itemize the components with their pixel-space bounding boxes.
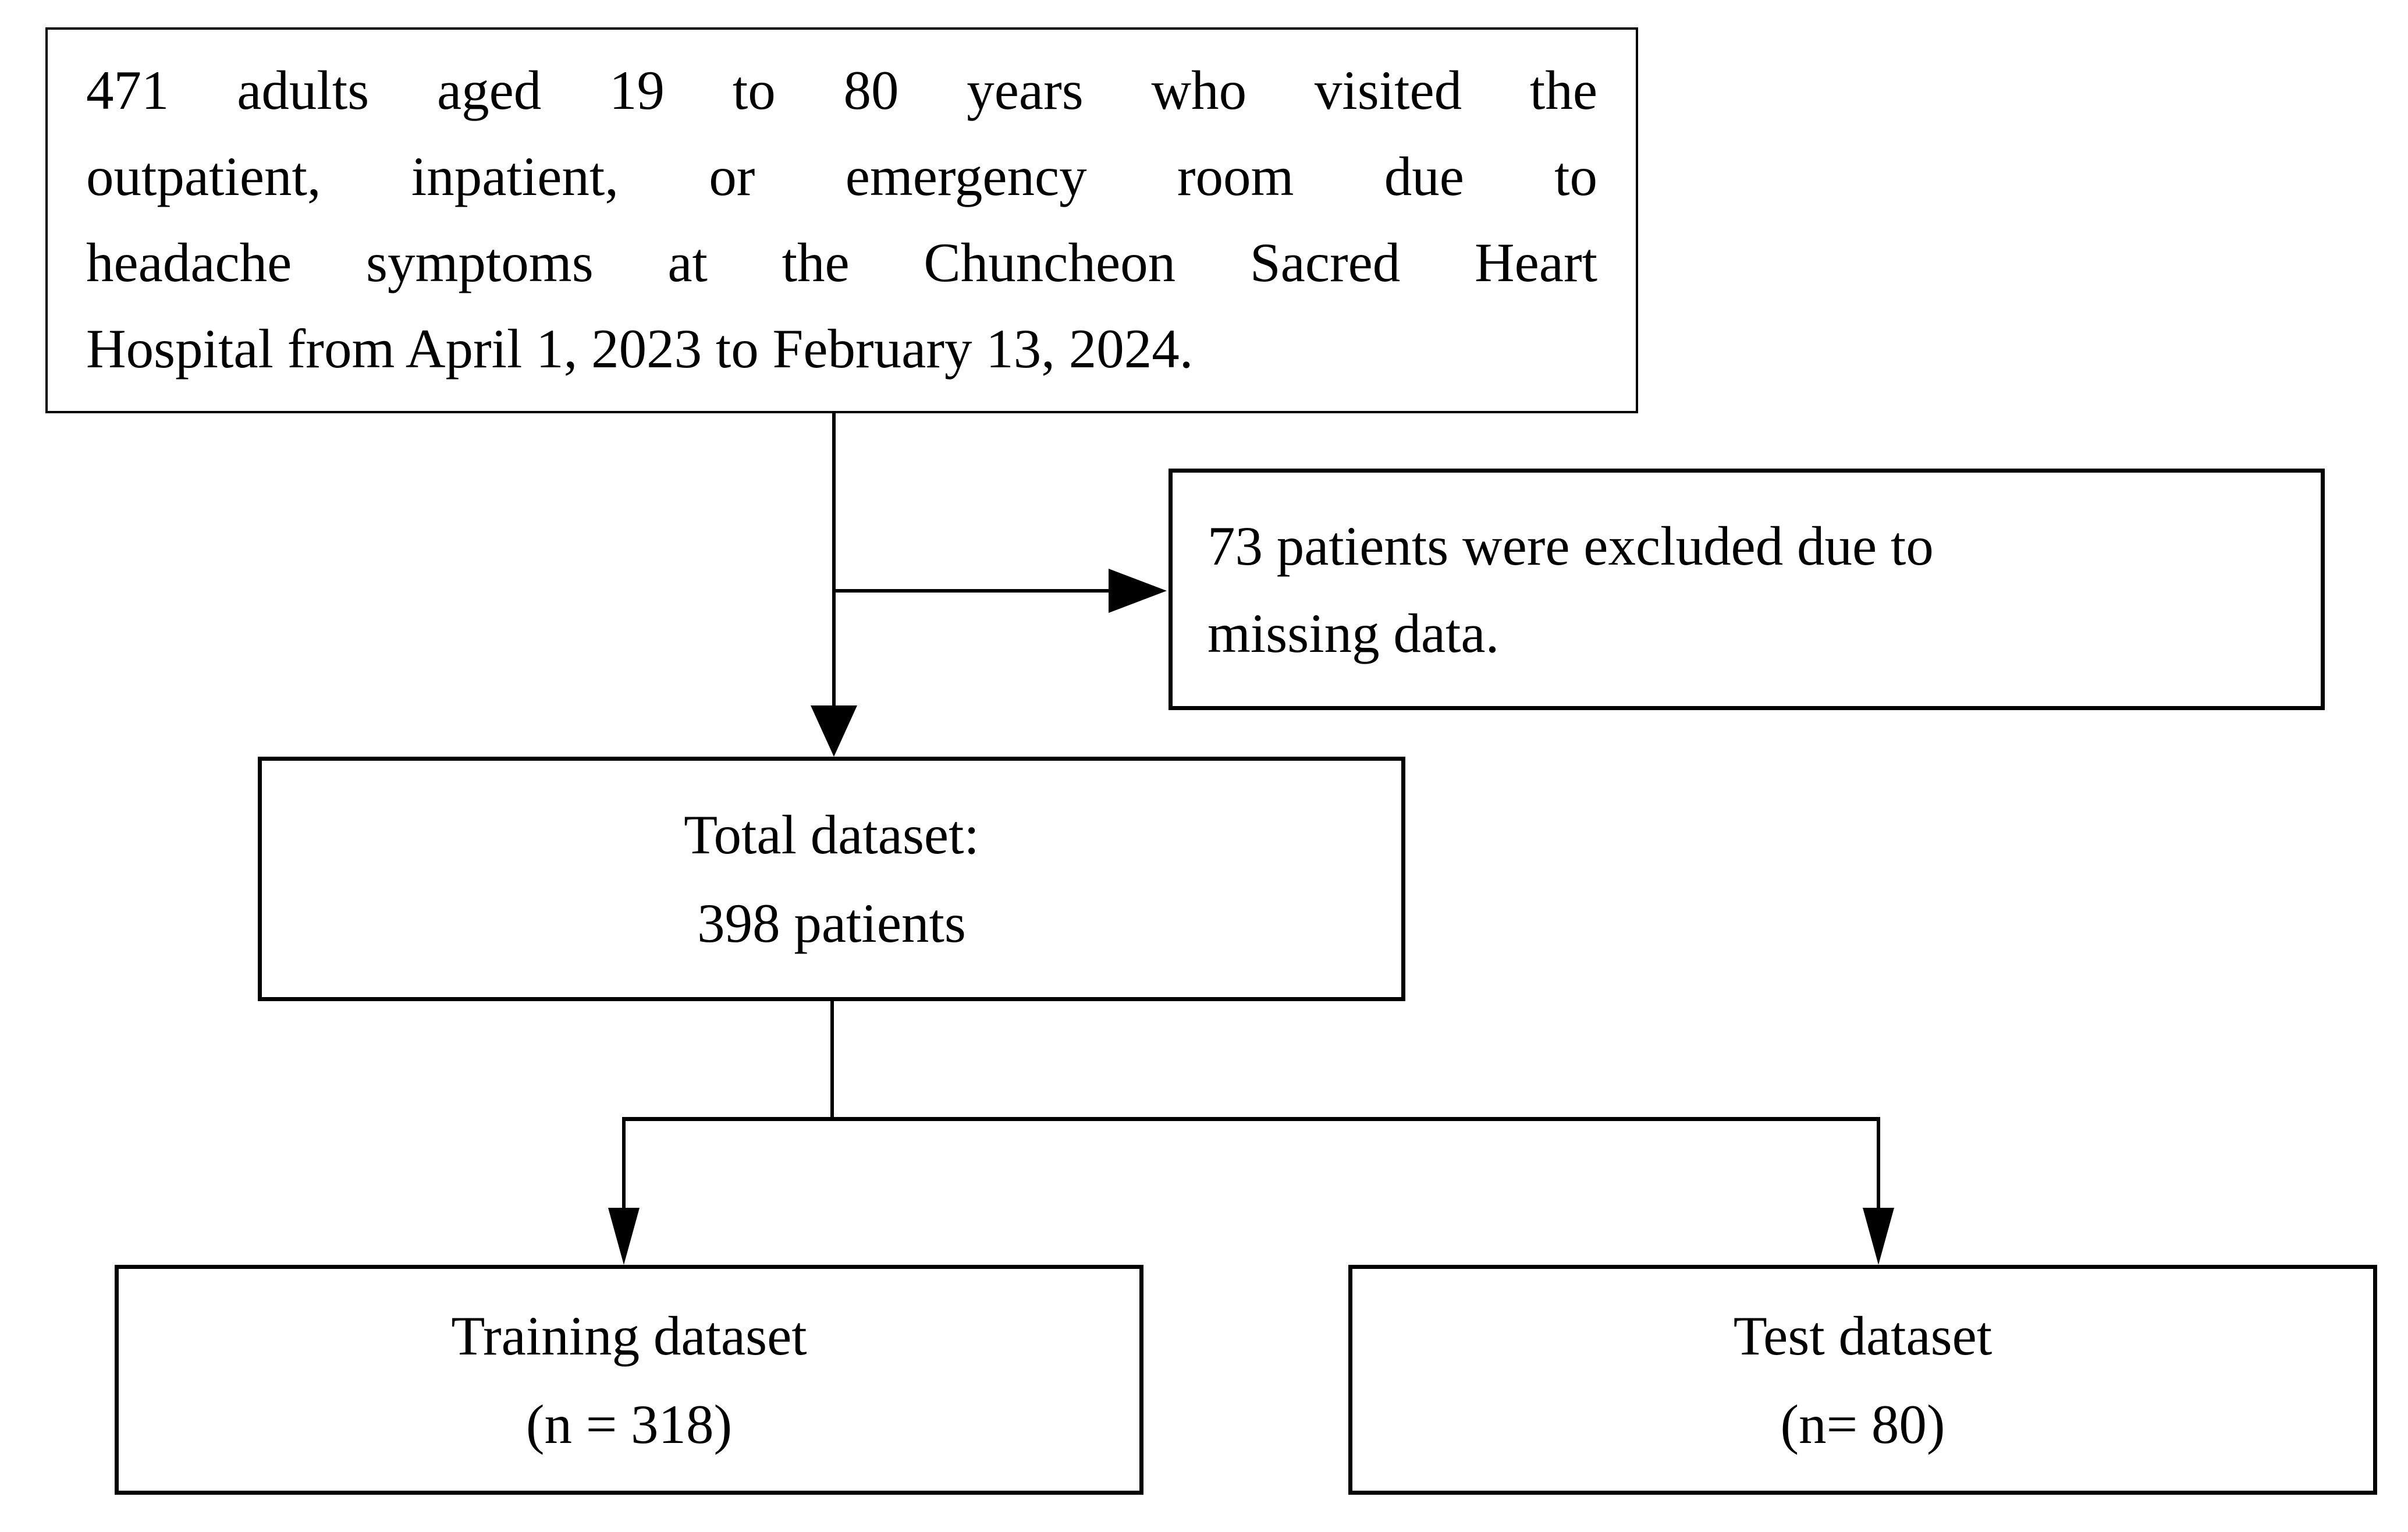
test-dataset-count: (n= 80)	[1780, 1393, 1945, 1455]
training-dataset-label: Training dataset	[451, 1304, 807, 1367]
connector-cohort-to-total-line	[832, 413, 836, 707]
total-dataset-count: 398 patients	[697, 892, 966, 954]
training-dataset-box: Training dataset (n = 318)	[115, 1265, 1143, 1495]
connector-total-stub-line	[830, 1001, 834, 1121]
excluded-box: 73 patients were excluded due to missing…	[1169, 469, 2325, 710]
cohort-text-line-4: Hospital from April 1, 2023 to February …	[86, 318, 1194, 380]
cohort-text-line-2: outpatient, inpatient, or emergency room…	[86, 146, 1597, 207]
total-dataset-box: Total dataset: 398 patients	[258, 757, 1405, 1001]
cohort-text-line-3: headache symptoms at the Chuncheon Sacre…	[86, 232, 1597, 293]
cohort-box: 471 adults aged 19 to 80 years who visit…	[45, 27, 1638, 413]
arrowhead-down-to-training	[608, 1208, 640, 1265]
connector-to-training-line	[622, 1117, 626, 1210]
arrowhead-right-to-excluded	[1109, 569, 1167, 613]
training-dataset-count: (n = 318)	[525, 1393, 733, 1455]
connector-branch-to-excluded-line	[834, 589, 1110, 593]
excluded-text-line-1: 73 patients were excluded due to	[1207, 515, 1934, 577]
connector-split-horizontal-line	[622, 1117, 1880, 1121]
cohort-text-line-1: 471 adults aged 19 to 80 years who visit…	[86, 59, 1597, 121]
test-dataset-box: Test dataset (n= 80)	[1348, 1265, 2377, 1495]
test-dataset-label: Test dataset	[1733, 1304, 1993, 1367]
arrowhead-down-to-total	[811, 705, 857, 757]
total-dataset-label: Total dataset:	[684, 804, 979, 866]
connector-to-test-line	[1877, 1117, 1880, 1210]
excluded-text-line-2: missing data.	[1207, 602, 1500, 664]
arrowhead-down-to-test	[1863, 1208, 1894, 1265]
